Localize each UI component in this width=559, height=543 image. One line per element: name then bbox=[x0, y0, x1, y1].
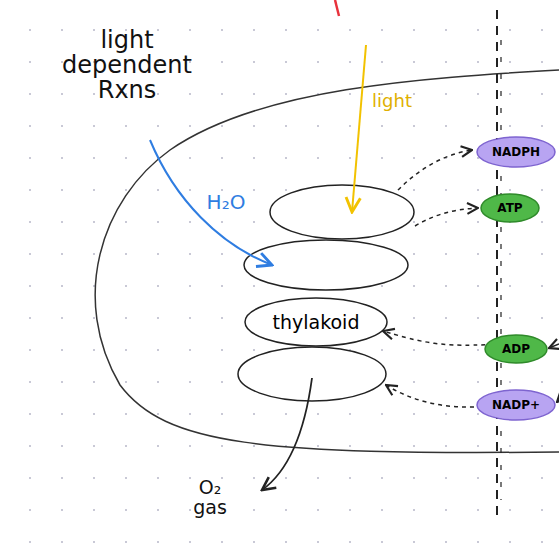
ellipse-shape bbox=[245, 298, 387, 346]
incoming-arrow bbox=[557, 400, 559, 402]
product-arrow bbox=[398, 150, 472, 190]
water-arrow bbox=[150, 140, 272, 265]
membrane-dashed-line bbox=[496, 10, 498, 520]
adp-molecule: ADP bbox=[484, 334, 548, 364]
node-label: ATP bbox=[497, 201, 522, 215]
ellipse-shape bbox=[477, 137, 555, 167]
thylakoid-disc bbox=[238, 347, 386, 401]
node-label: NADP+ bbox=[492, 398, 540, 412]
reactant-arrow bbox=[386, 385, 474, 407]
red-tick bbox=[335, 0, 339, 16]
oxygen-arrow bbox=[262, 378, 312, 490]
dashed-arrow bbox=[383, 331, 485, 345]
ellipse-shape bbox=[485, 335, 547, 363]
light-label: light bbox=[362, 92, 422, 111]
process-title: light dependent Rxns bbox=[52, 28, 202, 104]
thylakoid-disc bbox=[244, 240, 408, 290]
node-label: NADPH bbox=[492, 145, 540, 159]
incoming-arrow bbox=[549, 344, 559, 348]
light-arrow bbox=[352, 45, 366, 212]
nadp-molecule: NADP+ bbox=[476, 389, 556, 421]
ellipse-shape bbox=[477, 390, 555, 420]
membrane-dashed-line bbox=[500, 40, 501, 500]
ellipse-shape bbox=[481, 194, 539, 222]
node-label: ADP bbox=[502, 342, 530, 356]
atp-molecule: ATP bbox=[480, 193, 540, 223]
thylakoid-disc bbox=[270, 185, 414, 239]
node-label: thylakoid bbox=[273, 311, 360, 333]
thylakoid-disc: thylakoid bbox=[244, 297, 388, 347]
nadph-molecule: NADPH bbox=[476, 136, 556, 168]
chloroplast-outline bbox=[95, 70, 559, 452]
product-arrow bbox=[415, 208, 478, 226]
oxygen-label: O₂ gas bbox=[188, 478, 232, 518]
water-label: H₂O bbox=[196, 192, 256, 213]
